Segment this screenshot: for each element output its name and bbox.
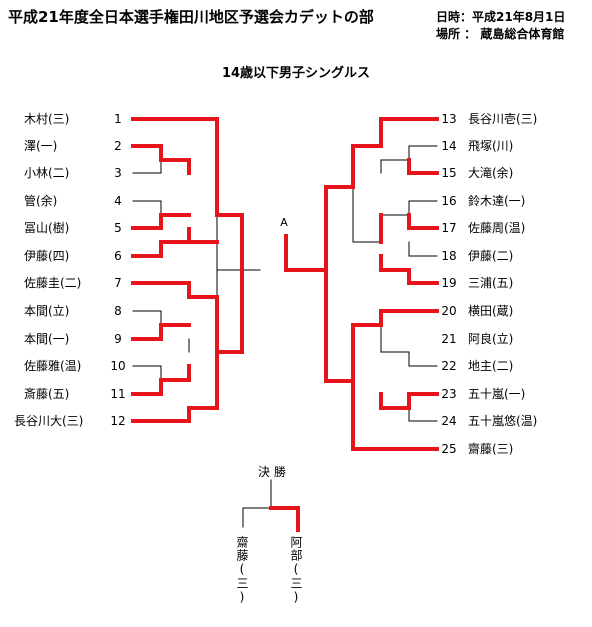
seed-number: 13 (441, 112, 457, 126)
player-name: 飛塚(川) (468, 139, 514, 153)
player-name: 佐藤圭(二) (24, 276, 82, 290)
player-name: 長谷川大(三) (14, 414, 84, 428)
player-name: 長谷川壱(三) (468, 112, 538, 126)
draw-subtitle: 14歳以下男子シングルス (221, 66, 371, 81)
seed-number: 20 (441, 304, 457, 318)
player-name: 斎藤(五) (24, 387, 70, 401)
seed-number: 8 (114, 304, 122, 318)
player-name: 澤(一) (24, 139, 58, 153)
seed-number: 7 (114, 276, 122, 290)
seed-number: 12 (110, 414, 126, 428)
seed-number: 25 (441, 442, 457, 456)
seed-number: 1 (114, 112, 122, 126)
seed-number: 4 (114, 194, 122, 208)
player-name: 阿良(立) (468, 332, 514, 346)
player-name: 管(余) (24, 194, 58, 208)
seed-number: 3 (114, 166, 122, 180)
player-name: 齋藤(三) (468, 442, 514, 456)
seed-number: 15 (441, 166, 457, 180)
seed-number: 11 (110, 387, 126, 401)
seed-number: 23 (441, 387, 457, 401)
player-name: 伊藤(四) (24, 249, 70, 263)
seed-number: 18 (441, 249, 457, 263)
seed-number: 6 (114, 249, 122, 263)
block-label: A (280, 216, 288, 229)
seed-number: 17 (441, 221, 457, 235)
player-name: 本間(立) (24, 304, 70, 318)
seed-number: 5 (114, 221, 122, 235)
seed-number: 9 (114, 332, 122, 346)
final-left-player: 齋藤(三) (235, 536, 249, 605)
player-name: 冨山(樹) (24, 221, 70, 235)
player-name: 横田(蔵) (468, 304, 514, 318)
final-right-player: 阿部(三) (289, 536, 303, 605)
player-name: 小林(二) (24, 166, 70, 180)
player-name: 三浦(五) (468, 276, 514, 290)
seed-number: 14 (441, 139, 457, 153)
winner-lines (131, 117, 439, 451)
seed-number: 21 (441, 332, 457, 346)
seed-number: 16 (441, 194, 457, 208)
player-name: 木村(三) (24, 112, 70, 126)
player-name: 地主(二) (468, 359, 514, 373)
seed-number: 24 (441, 414, 457, 428)
player-name: 五十嵐(一) (468, 387, 526, 401)
final-bracket (242, 479, 300, 532)
player-name: 佐藤周(温) (468, 221, 526, 235)
seed-number: 10 (110, 359, 126, 373)
player-name: 五十嵐悠(温) (468, 414, 538, 428)
seed-number: 22 (441, 359, 457, 373)
player-name: 本間(一) (24, 332, 70, 346)
page-title: 平成21年度全日本選手権田川地区予選会カデットの部 (8, 8, 374, 26)
player-name: 伊藤(二) (468, 249, 514, 263)
player-name: 佐藤雅(温) (24, 359, 82, 373)
seed-number: 19 (441, 276, 457, 290)
event-date: 日時：平成21年8月1日 (436, 10, 566, 24)
event-venue: 場所 ： 蔵島総合体育館 (436, 27, 565, 41)
final-label: 決 勝 (258, 465, 286, 479)
player-name: 鈴木達(一) (468, 194, 526, 208)
player-name: 大滝(余) (468, 166, 514, 180)
seed-number: 2 (114, 139, 122, 153)
